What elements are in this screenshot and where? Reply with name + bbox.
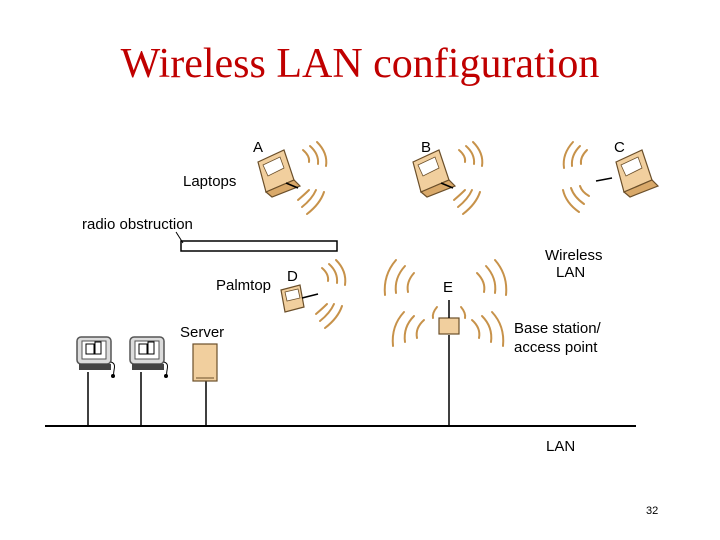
wireless-lan-label-line2: LAN [556, 264, 585, 281]
signal-waves-b [453, 141, 484, 215]
slide-title: Wireless LAN configuration [120, 41, 600, 87]
server-label: Server [180, 324, 224, 341]
workstation-icon [76, 336, 115, 378]
signal-waves-e [383, 259, 508, 347]
label-c: C [614, 139, 625, 156]
laptop-c-icon [595, 149, 660, 198]
obstruction-pointer [175, 231, 184, 244]
laptop-a-icon [257, 149, 302, 198]
label-e: E [443, 279, 453, 296]
label-a: A [253, 139, 263, 156]
radio-obstruction-bar [180, 240, 338, 252]
lan-label: LAN [546, 438, 575, 455]
server-icon [192, 343, 218, 382]
signal-waves-a [297, 141, 328, 215]
label-d: D [287, 268, 298, 285]
laptops-label: Laptops [183, 173, 236, 190]
workstation-icon [129, 336, 168, 378]
laptop-b-icon [412, 149, 457, 198]
label-b: B [421, 139, 431, 156]
signal-waves-c [562, 141, 590, 213]
page-number: 32 [646, 505, 658, 517]
palmtop-icon [280, 284, 319, 313]
palmtop-label: Palmtop [216, 277, 271, 294]
signal-waves-d [315, 259, 347, 329]
base-station-label-line1: Base station/ [514, 320, 602, 337]
radio-obstruction-label: radio obstruction [82, 216, 193, 233]
access-point-icon [438, 300, 460, 335]
base-station-label-line2: access point [514, 339, 598, 356]
wireless-lan-label-line1: Wireless [545, 247, 603, 264]
